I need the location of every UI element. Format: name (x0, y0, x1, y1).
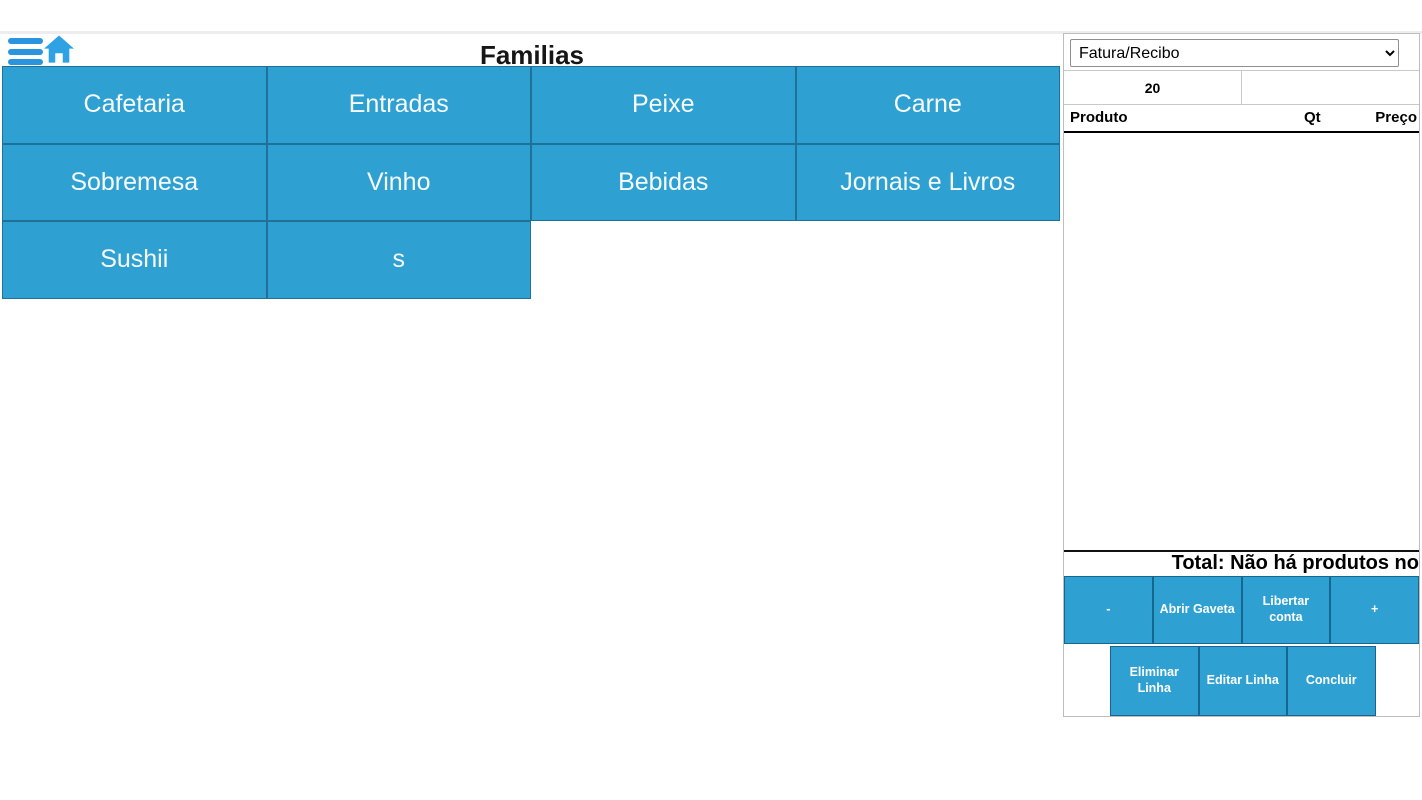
family-grid-row: Sobremesa Vinho Bebidas Jornais e Livros (2, 143, 1060, 222)
home-icon (44, 35, 74, 63)
family-button-vinho[interactable]: Vinho (266, 143, 531, 222)
document-type-select[interactable]: Fatura/Recibo (1070, 39, 1399, 67)
open-drawer-button[interactable]: Abrir Gaveta (1152, 576, 1242, 644)
total-text: Total: Não há produtos no (1064, 550, 1419, 576)
family-button-sobremesa[interactable]: Sobremesa (2, 143, 267, 222)
family-button-s[interactable]: s (266, 221, 531, 299)
hamburger-icon (8, 38, 43, 44)
top-divider (0, 31, 1422, 34)
conclude-button[interactable]: Concluir (1287, 646, 1376, 716)
ticket-empty-cell (1242, 71, 1419, 104)
release-account-button[interactable]: Libertar conta (1241, 576, 1331, 644)
actions-row-1: - Abrir Gaveta Libertar conta + (1064, 576, 1419, 644)
increase-qty-button[interactable]: + (1330, 576, 1419, 644)
decrease-qty-button[interactable]: - (1064, 576, 1153, 644)
actions-row-2-spacer (1064, 646, 1110, 716)
family-button-bebidas[interactable]: Bebidas (531, 143, 796, 222)
menu-button[interactable] (8, 38, 43, 65)
family-button-carne[interactable]: Carne (795, 66, 1060, 144)
product-list (1064, 133, 1419, 550)
actions-row-2: Eliminar Linha Editar Linha Concluir (1064, 644, 1419, 716)
family-grid-row: Cafetaria Entradas Peixe Carne (2, 66, 1060, 144)
order-panel: Fatura/Recibo 20 Produto Qt Preço Total:… (1063, 33, 1420, 717)
family-button-jornais-e-livros[interactable]: Jornais e Livros (795, 143, 1060, 222)
family-grid-row: Sushii s (2, 221, 1060, 299)
column-header-product: Produto (1070, 109, 1128, 126)
table-number: 20 (1064, 71, 1242, 104)
family-button-sushii[interactable]: Sushii (2, 221, 267, 299)
actions-row-2-spacer (1376, 646, 1420, 716)
edit-line-button[interactable]: Editar Linha (1198, 646, 1287, 716)
order-table-header: Produto Qt Preço (1064, 105, 1419, 133)
family-grid: Cafetaria Entradas Peixe Carne Sobremesa… (2, 66, 1060, 299)
family-button-peixe[interactable]: Peixe (531, 66, 796, 144)
column-header-price: Preço (1375, 109, 1417, 126)
family-button-entradas[interactable]: Entradas (266, 66, 531, 144)
family-button-cafetaria[interactable]: Cafetaria (2, 66, 267, 144)
document-type-row: Fatura/Recibo (1064, 34, 1419, 70)
column-header-qty: Qt (1304, 109, 1321, 126)
home-button[interactable] (44, 34, 74, 65)
ticket-row: 20 (1064, 70, 1419, 105)
delete-line-button[interactable]: Eliminar Linha (1110, 646, 1199, 716)
page-title: Familias (479, 40, 585, 70)
